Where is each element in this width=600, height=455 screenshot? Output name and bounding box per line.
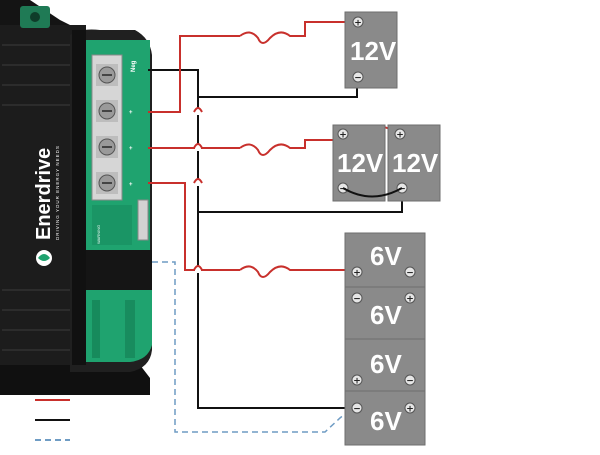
svg-text:+: + <box>406 295 414 305</box>
positive-terminal-icon <box>351 266 363 278</box>
battery-voltage-label: 12V <box>337 148 384 178</box>
pcb-warning-text: WARNING <box>96 225 101 244</box>
battery-6v-bank3-b: − + 6V <box>344 286 426 340</box>
terminal-screw-4 <box>96 172 118 194</box>
battery-voltage-label: 6V <box>370 406 402 436</box>
svg-text:−: − <box>353 405 361 415</box>
terminal-screw-2 <box>96 100 118 122</box>
svg-text:−: − <box>398 185 406 195</box>
svg-text:+: + <box>396 131 404 141</box>
battery-6v-bank3-c: + − 6V <box>344 338 426 392</box>
svg-text:+: + <box>354 19 362 29</box>
positive-terminal-icon <box>394 128 406 140</box>
battery-voltage-label: 6V <box>370 300 402 330</box>
negative-terminal-icon <box>351 292 363 304</box>
positive-terminal-icon <box>337 128 349 140</box>
sense-wire <box>152 261 353 433</box>
battery-voltage-label: 6V <box>370 241 402 271</box>
battery-12v-bank2-a: + − 12V <box>332 124 386 202</box>
terminal-plus-label-2: + <box>129 146 133 152</box>
brand-name: Enerdrive <box>33 148 55 240</box>
positive-wire-bank3 <box>148 182 240 271</box>
svg-text:−: − <box>406 269 414 279</box>
battery-6v-bank3-a: + − 6V <box>344 232 426 288</box>
battery-6v-bank3-d: − + 6V <box>344 390 426 446</box>
negative-bus-wire <box>148 69 357 409</box>
positive-terminal-icon <box>351 374 363 386</box>
terminal-screw-3 <box>96 136 118 158</box>
terminal-plus-label-1: + <box>129 110 133 116</box>
svg-text:+: + <box>353 377 361 387</box>
positive-terminal-icon <box>404 292 416 304</box>
svg-text:+: + <box>353 269 361 279</box>
sense-terminal <box>137 199 149 241</box>
brand-tagline: DRIVING YOUR ENERGY NEEDS <box>55 145 60 240</box>
svg-text:−: − <box>406 377 414 387</box>
negative-terminal-icon <box>352 71 364 83</box>
svg-text:−: − <box>353 295 361 305</box>
battery-12v-bank2-b: + − 12V <box>387 124 441 202</box>
svg-text:+: + <box>406 405 414 415</box>
negative-terminal-icon <box>404 266 416 278</box>
svg-text:−: − <box>339 185 347 195</box>
svg-text:+: + <box>339 131 347 141</box>
battery-voltage-label: 12V <box>350 36 397 66</box>
battery-voltage-label: 12V <box>392 148 439 178</box>
battery-12v-bank1: + − 12V <box>344 11 398 89</box>
legend <box>35 399 70 441</box>
battery-voltage-label: 6V <box>370 349 402 379</box>
terminal-screw-1 <box>96 64 118 86</box>
positive-terminal-icon <box>404 402 416 414</box>
terminal-plus-label-3: + <box>129 182 133 188</box>
positive-wire-bank1 <box>148 35 240 113</box>
negative-terminal-icon <box>351 402 363 414</box>
positive-terminal-icon <box>352 16 364 28</box>
battery-charger: Enerdrive DRIVING YOUR ENERGY NEEDS <box>0 0 152 395</box>
negative-terminal-icon <box>404 374 416 386</box>
negative-wire-bank1 <box>198 77 358 98</box>
svg-text:−: − <box>354 74 362 84</box>
terminal-neg-label: Neg <box>131 60 137 72</box>
